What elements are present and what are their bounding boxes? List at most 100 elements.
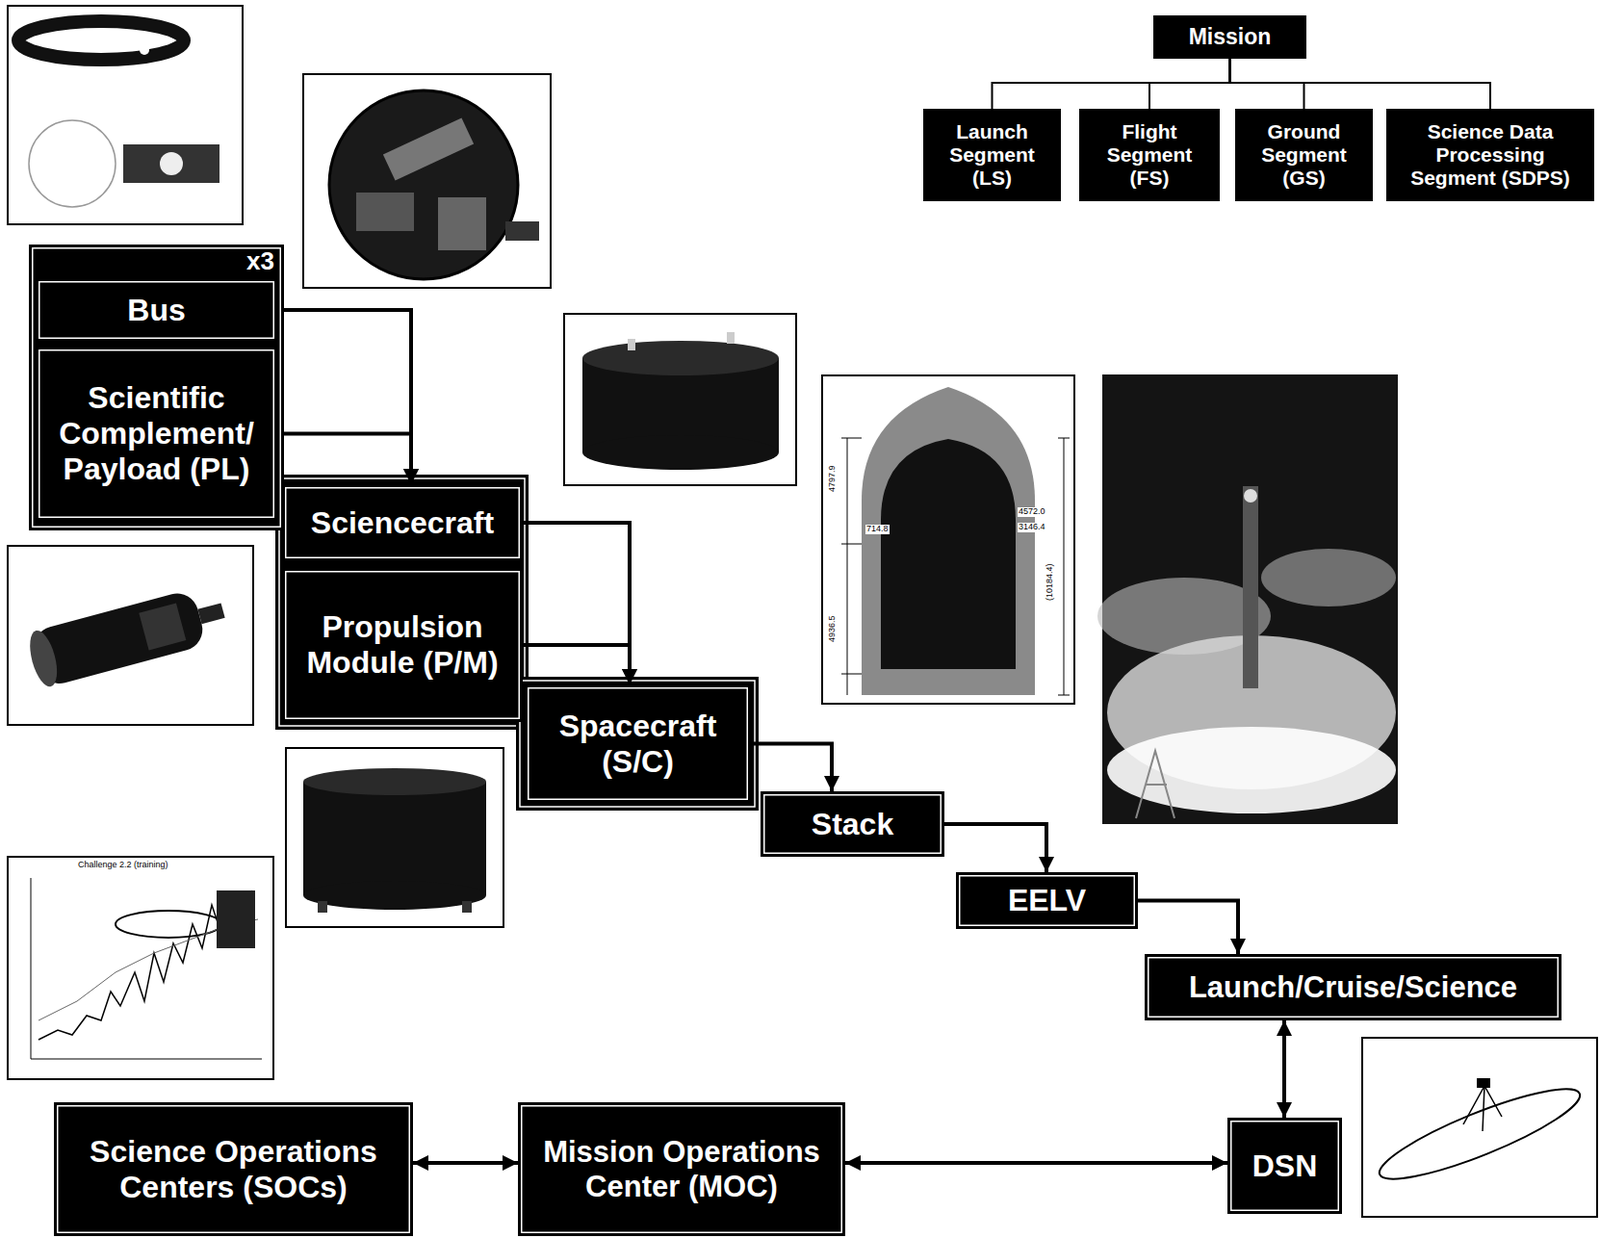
plot-noise [216,890,256,949]
optical-bench [197,602,225,624]
image-panel [285,748,504,928]
fairing-outline [861,387,1035,696]
text-block: Spacecraft (S/C) [524,708,751,780]
node-label: Science Operations Centers (SOCs) [61,1134,406,1206]
dimension-label: 4936.5 [827,614,838,644]
node-label: EELV [963,882,1131,919]
dish-feed [1463,1085,1502,1132]
ring-side-view [123,144,220,183]
group-frame [279,478,525,726]
ring-top-view [28,120,116,207]
dimension-label: 714.8 [865,524,890,535]
dimension-tick [841,673,862,675]
process-box: Scientific Complement/ Payload (PL) [35,346,278,521]
arrow-connector [277,309,412,485]
node-label: Sciencecraft [289,505,516,542]
optical-bench [138,602,186,650]
dimension-label: (10184.4) [1045,562,1056,602]
process-box: EELV [955,872,1138,930]
instrument [438,197,487,251]
arrow-connector [1137,901,1239,955]
phase-box: Launch/Cruise/Science [1144,954,1562,1021]
illustration-part [25,582,232,690]
node-label: Stack [768,806,937,843]
dimension-tick [841,543,862,545]
text-block: Propulsion Module (P/M) [282,609,523,681]
plot-title: Challenge 2.2 (training) [77,860,170,871]
node-label: Flight Segment (FS) [1086,120,1213,190]
dimension-tick [1058,438,1070,439]
node-label: Mission Operations Center (MOC) [525,1135,838,1204]
cloud [1261,548,1396,607]
arrow-connector [750,744,832,793]
dish [1371,1074,1588,1195]
segment-box: Science Data Processing Segment (SDPS) [1386,108,1595,202]
group-box: x3BusScientific Complement/ Payload (PL) [28,244,284,531]
node-label: Bus [43,292,270,329]
text-block: Science Operations Centers (SOCs) [53,1134,413,1206]
tree-line [1149,58,1231,109]
image-panel [7,5,243,225]
dimension-label: 4797.9 [827,464,838,493]
dimension-label: 3146.4 [1017,522,1047,533]
text-block: Bus [35,292,278,329]
segment-box: Ground Segment (GS) [1235,108,1373,202]
dimension-line [847,438,849,696]
ring-port [139,45,150,55]
image-panel [1362,1037,1598,1217]
drum-fitting [726,332,735,344]
plot-axis [30,1058,262,1060]
image-panel [7,856,274,1080]
image-panel [822,375,1075,704]
tree-line [1230,58,1492,109]
node-label: Launch Segment (LS) [930,120,1054,190]
center-box: Science Operations Centers (SOCs) [53,1102,413,1237]
text-block: Stack [760,806,945,843]
text-block: Ground Segment (GS) [1235,120,1373,190]
payload-envelope [880,438,1016,670]
node-label: x3 [246,247,275,277]
dimension-label: 4572.0 [1017,507,1047,517]
node-label: Spacecraft (S/C) [532,708,744,780]
instrument [505,221,540,241]
telescope-aperture [25,627,63,690]
center-box: Mission Operations Center (MOC) [517,1102,846,1237]
arrow-connector [522,645,630,685]
text-block: Science Data Processing Segment (SDPS) [1386,120,1595,190]
process-box: Sciencecraft [282,484,523,562]
text-block: Launch/Cruise/Science [1144,970,1562,1006]
process-box: Propulsion Module (P/M) [282,567,523,723]
node-label: Science Data Processing Segment (SDPS) [1393,120,1587,190]
arrow-connector [845,1161,1228,1165]
launch-tower [1135,750,1175,819]
text-block: Mission Operations Center (MOC) [517,1135,846,1204]
group-frame [275,474,529,730]
image-panel [303,74,551,288]
drum-body [303,781,487,896]
tree-line [992,58,1231,109]
process-box: Spacecraft (S/C) [524,684,751,803]
segment-box: Launch Segment (LS) [923,108,1061,202]
text-block: Launch Segment (LS) [923,120,1061,190]
segment-box: Flight Segment (FS) [1079,108,1220,202]
node-label: Mission [1161,24,1299,50]
node-label: Scientific Complement/ Payload (PL) [43,380,270,487]
drum-top [303,768,487,796]
text-block: EELV [955,882,1138,919]
drum-base [303,880,487,910]
drum-base [582,435,779,470]
ring-band [18,21,184,60]
station-box: DSN [1227,1117,1342,1214]
sciencecraft-body [329,90,518,280]
instrument [383,117,474,181]
text-block: Flight Segment (FS) [1079,120,1220,190]
image-panel [7,545,254,725]
dimension-tick [1058,695,1070,697]
node-label: Propulsion Module (P/M) [289,609,516,681]
rocket-nose [1243,489,1258,503]
ring-port [52,35,63,46]
arrow-connector [412,1161,518,1165]
arrow-connector [522,522,630,685]
group-frame [516,676,759,811]
text-block: Sciencecraft [282,505,523,542]
